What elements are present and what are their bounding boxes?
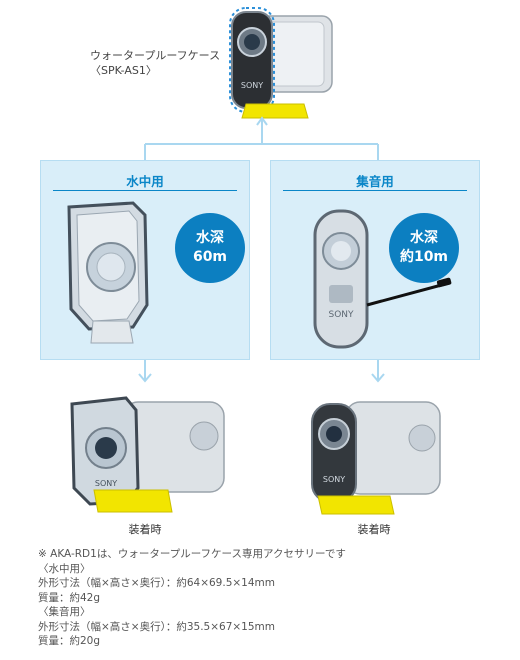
depth-badge-label: 水深: [196, 230, 224, 246]
depth-badge-value: 60m: [192, 249, 228, 265]
mounted-sound-image: SONY: [306, 396, 446, 516]
panel-underwater: 水中用 水深 60m: [40, 160, 250, 360]
depth-badge-sound: 水深 約10m: [389, 213, 459, 283]
underwater-door-image: [63, 197, 163, 347]
panel-divider: [53, 190, 237, 191]
depth-badge-value: 約10m: [399, 249, 449, 265]
note-underwater-heading: 〈水中用〉: [38, 562, 91, 575]
note-sound-weight: 質量：約20g: [38, 635, 101, 647]
note-underwater-weight: 質量：約42g: [38, 591, 101, 604]
connector-lines: [138, 116, 385, 383]
hero-case-image: SONY: [226, 4, 338, 120]
sony-logo: SONY: [241, 81, 263, 90]
caption-mounted-underwater: 装着時: [128, 523, 162, 536]
panel-sound-recording: 集音用 SONY 水深 約10m: [270, 160, 480, 360]
depth-badge-label: 水深: [410, 230, 438, 246]
note-sound-dimensions: 外形寸法（幅×高さ×奥行）：約35.5×67×15mm: [38, 620, 275, 633]
caption-mounted-sound: 装着時: [357, 523, 391, 536]
panel-title-sound-recording: 集音用: [356, 174, 394, 189]
note-sound-heading: 〈集音用〉: [38, 606, 91, 618]
panel-title-underwater: 水中用: [126, 174, 164, 189]
depth-badge-underwater: 水深 60m: [175, 213, 245, 283]
note-accessory: ※ AKA-RD1は、ウォータープルーフケース専用アクセサリーです: [38, 548, 346, 560]
sound-door-image: SONY: [309, 205, 459, 355]
hero-product-label: ウォータープルーフケース 〈SPK-AS1〉: [90, 48, 220, 78]
panel-divider: [283, 190, 467, 191]
hero-product-name: ウォータープルーフケース: [90, 49, 221, 62]
mounted-underwater-image: SONY: [64, 390, 234, 515]
sony-logo: SONY: [328, 310, 354, 320]
sony-logo: SONY: [95, 479, 117, 488]
hero-product-model: 〈SPK-AS1〉: [90, 64, 157, 77]
spec-notes: ※ AKA-RD1は、ウォータープルーフケース専用アクセサリーです 〈水中用〉 …: [38, 547, 346, 649]
sony-logo: SONY: [323, 475, 345, 484]
note-underwater-dimensions: 外形寸法（幅×高さ×奥行）：約64×69.5×14mm: [38, 577, 275, 589]
